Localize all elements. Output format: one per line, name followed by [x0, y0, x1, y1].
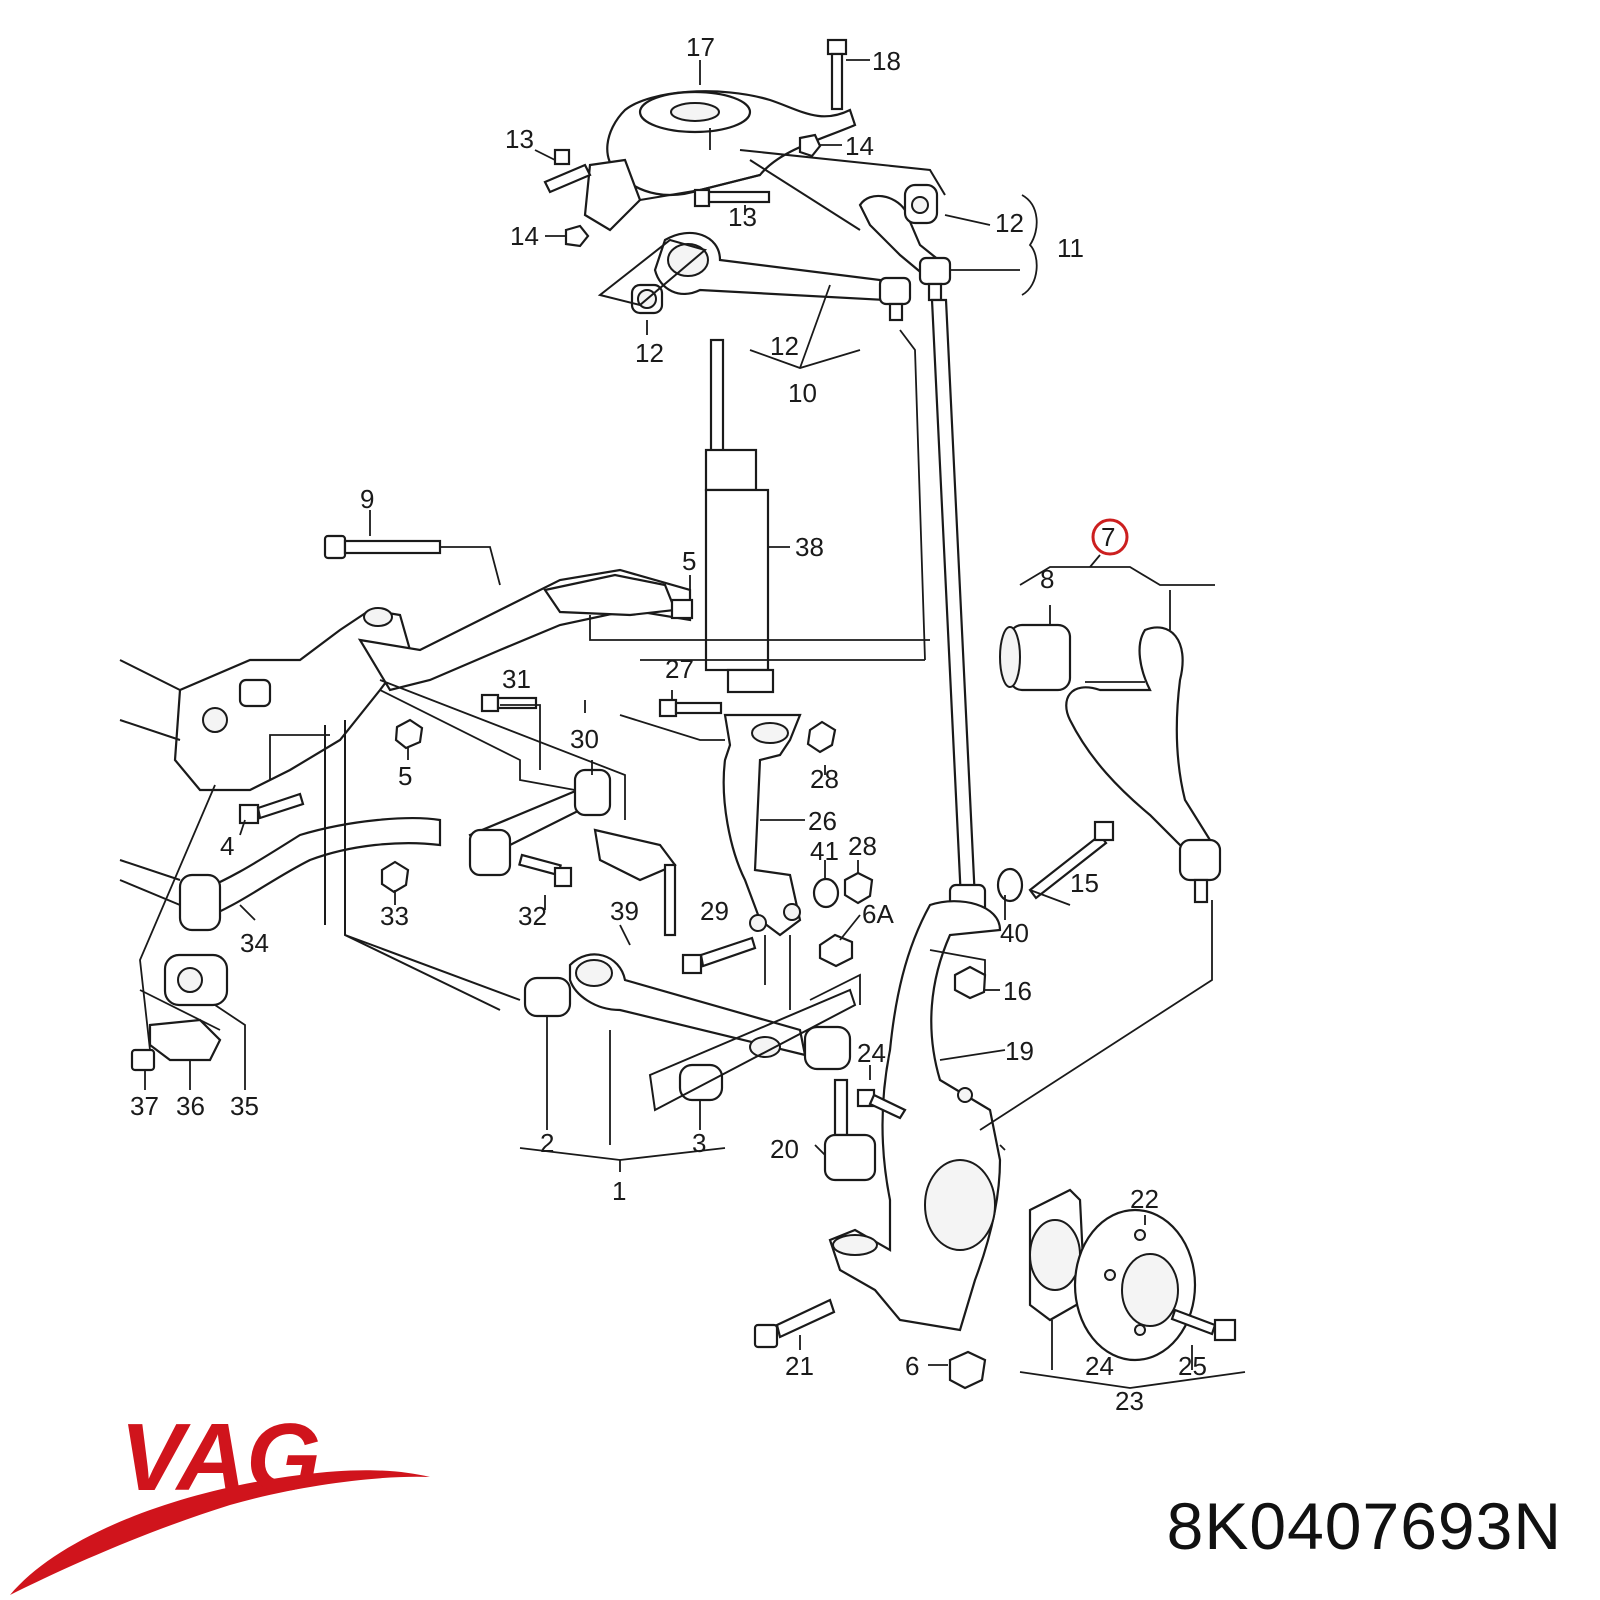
callout-16: 16: [1003, 976, 1032, 1006]
bolt-4: [238, 792, 305, 825]
callout-9: 9: [360, 484, 374, 514]
bracket-36: [148, 1018, 222, 1062]
upper-arm-11: [858, 183, 952, 302]
callout-19: 19: [1005, 1036, 1034, 1066]
nut-5-lower: [394, 718, 424, 760]
subframe: [173, 568, 692, 792]
wishbone-7: [999, 623, 1222, 904]
bolt-18: [826, 38, 870, 111]
sensor-39: [593, 828, 677, 937]
wheel-bearing-24: [1028, 1188, 1087, 1322]
bolt-15: [1028, 820, 1115, 900]
strut-fork-26: [722, 713, 802, 937]
callout-31: 31: [502, 664, 531, 694]
callout-33: 33: [380, 901, 409, 931]
callout-39: 39: [610, 896, 639, 926]
callout-12: 12: [995, 208, 1024, 238]
callout-17: 17: [686, 32, 715, 62]
bolt-31: [480, 693, 538, 713]
callout-14: 14: [510, 221, 539, 251]
callout-6A: 6A: [862, 899, 894, 929]
callout-35: 35: [230, 1091, 259, 1121]
callout-27: 27: [665, 654, 694, 684]
washer-40: [996, 867, 1024, 903]
nut-14-left: [545, 224, 590, 248]
callout-7: 7: [1101, 522, 1115, 552]
callout-23: 23: [1115, 1386, 1144, 1416]
callout-38: 38: [795, 532, 824, 562]
nut-37: [130, 1048, 156, 1072]
highlight-ring: [1091, 518, 1129, 556]
callout-24: 24: [857, 1038, 886, 1068]
callout-30: 30: [570, 724, 599, 754]
callout-4: 4: [220, 831, 234, 861]
stabilizer-bar-34: [119, 817, 442, 932]
nut-14-right: [798, 133, 842, 158]
callout-41: 41: [810, 836, 839, 866]
callout-1: 1: [612, 1176, 626, 1206]
bolt-9: [323, 510, 501, 586]
callout-2: 2: [540, 1128, 554, 1158]
callout-20: 20: [770, 1134, 799, 1164]
callout-32: 32: [518, 901, 547, 931]
callout-36: 36: [176, 1091, 205, 1121]
tie-rod-long: [930, 298, 987, 917]
vag-logo-text: VAG: [120, 1404, 321, 1511]
callout-22: 22: [1130, 1184, 1159, 1214]
bolt-32: [518, 853, 573, 888]
bolt-21: [753, 1298, 836, 1349]
callout-12: 12: [635, 338, 664, 368]
callout-28: 28: [848, 831, 877, 861]
callout-6: 6: [905, 1351, 919, 1381]
washer-41: [812, 877, 840, 909]
nut-16: [953, 965, 987, 1000]
wheel-hub-22: [1073, 1208, 1197, 1362]
bolt-25: [1170, 1308, 1237, 1342]
lower-arm-1: [523, 953, 852, 1102]
callout-3: 3: [692, 1128, 706, 1158]
callout-13: 13: [728, 202, 757, 232]
bolt-13-upper: [534, 148, 592, 194]
callout-37: 37: [130, 1091, 159, 1121]
callout-40: 40: [1000, 918, 1029, 948]
bolt-27: [658, 698, 723, 718]
callout-5: 5: [682, 546, 696, 576]
callout-15: 15: [1070, 868, 1099, 898]
callout-8: 8: [1040, 564, 1054, 594]
bolt-29: [681, 936, 757, 975]
part-number: 8K0407693N: [1166, 1489, 1562, 1563]
callout-28: 28: [810, 764, 839, 794]
bushing-35: [163, 953, 229, 1007]
strut-mount: [583, 90, 857, 232]
callout-34: 34: [240, 928, 269, 958]
callout-12: 12: [770, 331, 799, 361]
bolt-5-upper: [670, 575, 694, 620]
callout-24: 24: [1085, 1351, 1114, 1381]
callout-11: 11: [1057, 233, 1084, 263]
nut-6A: [818, 933, 854, 968]
callout-labels: 17 18 13 14 14 13 12 11 12 12 10 9 5 38 …: [130, 32, 1207, 1416]
vag-logo: VAG: [10, 1404, 430, 1595]
callout-14: 14: [845, 131, 874, 161]
nut-33: [380, 860, 410, 894]
bolt-13-lower: [693, 188, 771, 215]
nut-6: [948, 1350, 987, 1390]
bolt-24: [856, 1088, 907, 1120]
ball-joint-20: [823, 1078, 877, 1182]
steering-knuckle-19: [828, 900, 1002, 1332]
callout-29: 29: [700, 896, 729, 926]
callout-13: 13: [505, 124, 534, 154]
callout-26: 26: [808, 806, 837, 836]
callout-21: 21: [785, 1351, 814, 1381]
nut-28-upper: [806, 720, 837, 754]
callout-5: 5: [398, 761, 412, 791]
callout-18: 18: [872, 46, 901, 76]
callout-25: 25: [1178, 1351, 1207, 1381]
callout-10: 10: [788, 378, 817, 408]
